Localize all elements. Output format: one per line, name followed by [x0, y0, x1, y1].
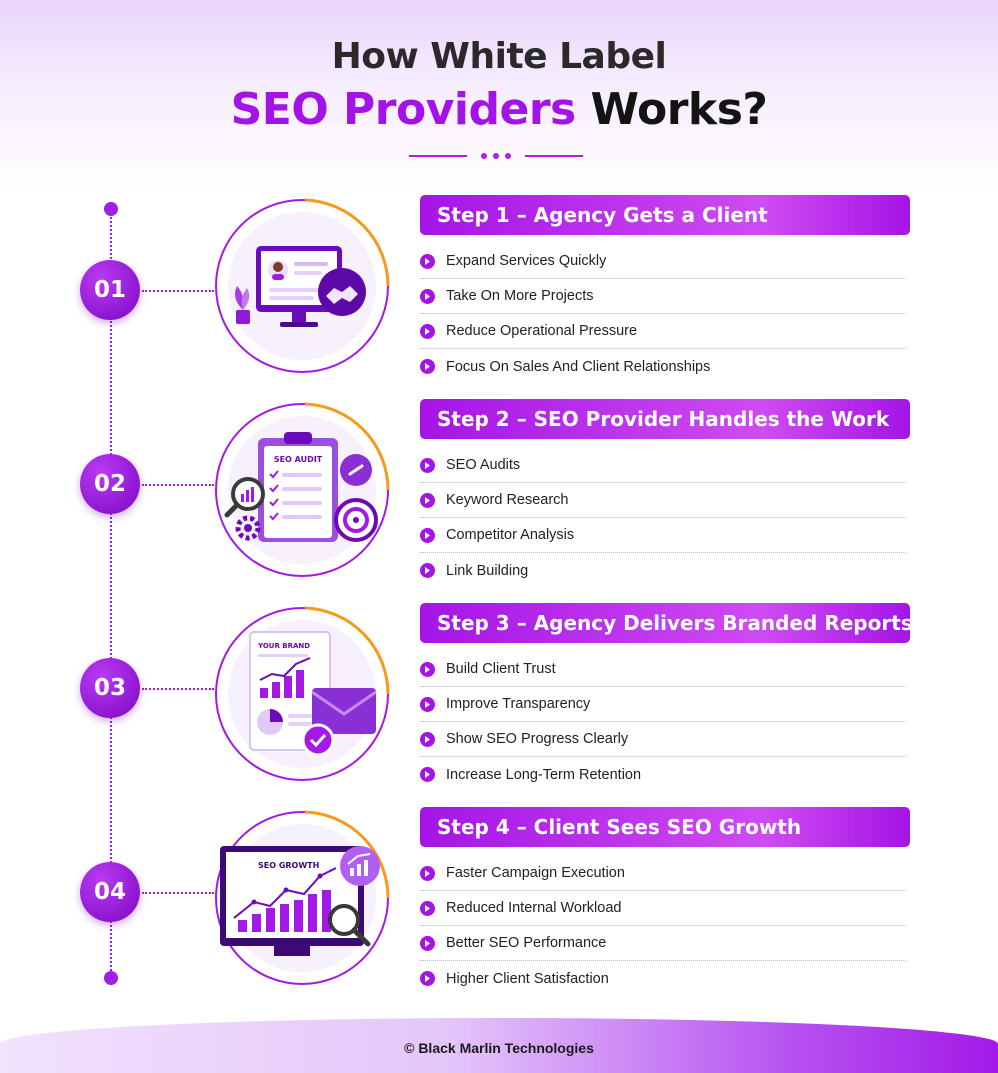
list-item-text: Focus On Sales And Client Relationships	[446, 358, 711, 375]
list-item-text: Take On More Projects	[446, 288, 594, 304]
list-item-text: Improve Transparency	[446, 696, 591, 712]
page-title-rest: Works?	[575, 84, 768, 135]
plant-icon	[235, 286, 250, 324]
play-bullet-icon	[420, 253, 435, 269]
step-1-list: Expand Services Quickly Take On More Pro…	[420, 244, 906, 384]
handshake-icon	[318, 268, 366, 316]
play-bullet-icon	[420, 865, 435, 881]
list-item: Link Building	[420, 553, 906, 588]
page-title-line-1: How White Label	[331, 36, 667, 77]
step-1-header: Step 1 – Agency Gets a Client	[420, 195, 910, 235]
step-3-connector	[142, 688, 214, 690]
step-1-number-badge: 01	[80, 260, 140, 320]
play-bullet-icon	[420, 900, 435, 916]
list-item-text: SEO Audits	[446, 457, 521, 473]
seo-growth-label: SEO GROWTH	[258, 861, 319, 870]
list-item-text: Reduce Operational Pressure	[446, 323, 638, 339]
step-3-list: Build Client Trust Improve Transparency …	[420, 652, 906, 792]
list-item-text: Link Building	[446, 562, 529, 579]
list-item-text: Better SEO Performance	[446, 935, 607, 951]
list-item: Better SEO Performance	[420, 926, 906, 961]
list-item-text: Expand Services Quickly	[446, 253, 607, 269]
step-4-header: Step 4 – Client Sees SEO Growth	[420, 807, 910, 847]
list-item: Build Client Trust	[420, 652, 906, 687]
play-bullet-icon	[420, 492, 435, 508]
timeline-end-dot	[104, 971, 118, 985]
target-icon	[334, 498, 378, 542]
play-bullet-icon	[420, 935, 435, 951]
play-bullet-icon	[420, 323, 435, 339]
play-bullet-icon	[420, 288, 435, 304]
timeline-start-dot	[104, 202, 118, 216]
step-2-number-badge: 02	[80, 454, 140, 514]
list-item: Improve Transparency	[420, 687, 906, 722]
checkmark-icon	[301, 723, 335, 757]
growth-chart-icon	[340, 846, 380, 886]
clipboard-checklist-icon: SEO AUDIT	[258, 432, 338, 542]
step-2-connector	[142, 484, 214, 486]
title-divider	[409, 150, 583, 162]
list-item: Keyword Research	[420, 483, 906, 518]
list-item-text: Keyword Research	[446, 492, 569, 508]
list-item-text: Increase Long-Term Retention	[446, 766, 642, 783]
play-bullet-icon	[420, 661, 435, 677]
step-4-list: Faster Campaign Execution Reduced Intern…	[420, 856, 906, 996]
list-item: Competitor Analysis	[420, 518, 906, 553]
list-item-text: Show SEO Progress Clearly	[446, 731, 629, 747]
play-bullet-icon	[420, 696, 435, 712]
list-item: Take On More Projects	[420, 279, 906, 314]
list-item: Expand Services Quickly	[420, 244, 906, 279]
list-item-text: Competitor Analysis	[446, 527, 575, 543]
step-2-header: Step 2 – SEO Provider Handles the Work	[420, 399, 910, 439]
gear-icon	[235, 515, 261, 541]
envelope-icon	[311, 688, 377, 734]
list-item: Focus On Sales And Client Relationships	[420, 349, 906, 384]
play-bullet-icon	[420, 971, 435, 986]
step-1-illustration	[214, 198, 390, 374]
list-item-text: Reduced Internal Workload	[446, 900, 622, 916]
step-4-illustration: SEO GROWTH	[214, 810, 390, 986]
link-icon	[340, 454, 372, 486]
list-item: Faster Campaign Execution	[420, 856, 906, 891]
list-item-text: Faster Campaign Execution	[446, 865, 625, 881]
play-bullet-icon	[420, 527, 435, 543]
step-3-number-badge: 03	[80, 658, 140, 718]
step-2-list: SEO Audits Keyword Research Competitor A…	[420, 448, 906, 588]
play-bullet-icon	[420, 731, 435, 747]
footer-wave	[0, 1018, 998, 1073]
step-3-illustration: YOUR BRAND	[214, 606, 390, 782]
play-bullet-icon	[420, 457, 435, 473]
list-item: SEO Audits	[420, 448, 906, 483]
step-4-number-badge: 04	[80, 862, 140, 922]
list-item: Higher Client Satisfaction	[420, 961, 906, 996]
step-2-illustration: SEO AUDIT	[214, 402, 390, 578]
play-bullet-icon	[420, 359, 435, 374]
list-item: Reduced Internal Workload	[420, 891, 906, 926]
header-background	[0, 0, 998, 190]
footer-copyright: © Black Marlin Technologies	[404, 1040, 594, 1056]
your-brand-label: YOUR BRAND	[257, 642, 310, 650]
step-4-connector	[142, 892, 214, 894]
list-item-text: Higher Client Satisfaction	[446, 970, 609, 987]
page-title-line-2: SEO Providers Works?	[0, 84, 998, 135]
step-3-header: Step 3 – Agency Delivers Branded Reports	[420, 603, 913, 643]
list-item: Show SEO Progress Clearly	[420, 722, 906, 757]
list-item: Reduce Operational Pressure	[420, 314, 906, 349]
timeline-line	[110, 210, 112, 978]
list-item: Increase Long-Term Retention	[420, 757, 906, 792]
magnifier-icon	[328, 904, 371, 947]
step-1-connector	[142, 290, 214, 292]
page-title-accent: SEO Providers	[230, 84, 577, 135]
play-bullet-icon	[420, 767, 435, 782]
seo-audit-label: SEO AUDIT	[274, 455, 323, 464]
play-bullet-icon	[420, 563, 435, 578]
list-item-text: Build Client Trust	[446, 661, 556, 677]
magnifier-icon	[224, 477, 265, 518]
